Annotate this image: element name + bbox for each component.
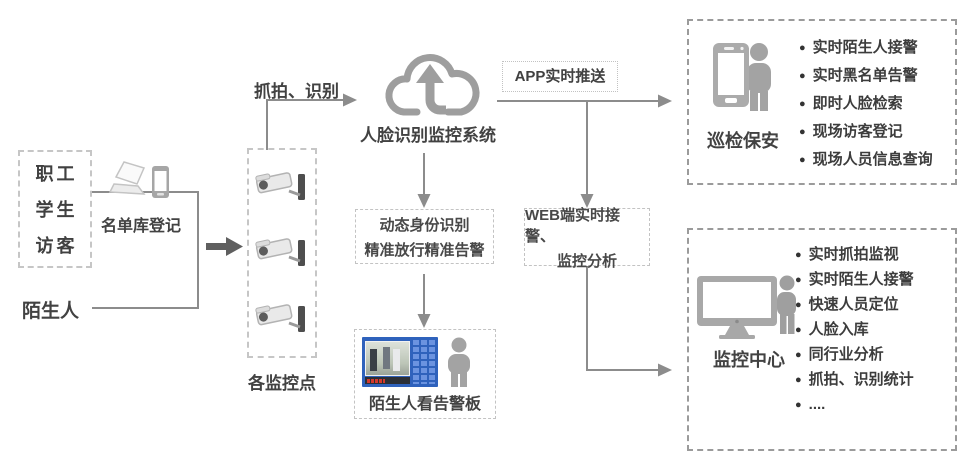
list-item: 同行业分析: [795, 346, 914, 364]
person-icon: [444, 337, 474, 389]
registered-person-visitor: 访客: [35, 236, 78, 256]
list-item: 实时陌生人接警: [795, 271, 914, 289]
alarm-board-face-grid: [413, 340, 435, 384]
app-push-label-box: APP实时推送: [502, 61, 618, 92]
camera-points-label: 各监控点: [248, 374, 316, 393]
monitor-person-icon: [697, 274, 801, 340]
list-item: 实时抓拍监视: [795, 246, 914, 264]
alarm-board-alert-strip: [365, 377, 410, 384]
web-branch-arrowhead: [580, 194, 594, 208]
registration-wire: [90, 191, 199, 309]
web-alert-line1: WEB端实时接警、: [525, 206, 620, 245]
cloud-system-label: 人脸识别监控系统: [360, 126, 496, 145]
registered-person-student: 学生: [35, 200, 78, 220]
stranger-label: 陌生人: [22, 301, 80, 322]
capture-arrowhead: [343, 93, 357, 107]
cctv-camera-icon: [255, 164, 309, 210]
camera-points-box: [247, 148, 317, 358]
patrol-security-panel: [687, 19, 957, 185]
list-item: 即时人脸检索: [799, 95, 933, 113]
cctv-camera-icon: [255, 230, 309, 276]
list-item: 人脸入库: [795, 321, 914, 339]
web-to-center-wire: [586, 266, 658, 371]
patrol-security-list: 实时陌生人接警 实时黑名单告警 即时人脸检索 现场访客登记 现场人员信息查询: [799, 39, 933, 169]
cctv-camera-icon: [255, 296, 309, 342]
alarm-board-label: 陌生人看告警板: [368, 396, 481, 413]
list-item: 现场访客登记: [799, 123, 933, 141]
web-to-center-arrowhead: [658, 363, 672, 377]
monitoring-center-title: 监控中心: [713, 350, 785, 370]
monitoring-center-panel: [687, 228, 957, 451]
list-item: 实时黑名单告警: [799, 67, 933, 85]
patrol-security-title: 巡检保安: [707, 131, 779, 151]
list-item: ....: [795, 396, 914, 414]
cloud-to-dynamic-arrowhead: [417, 194, 431, 208]
laptop-phone-icon: [106, 160, 170, 206]
dynamic-id-line2: 精准放行精准告警: [364, 241, 485, 259]
alarm-board-box: [354, 329, 496, 419]
registration-label: 名单库登记: [100, 218, 181, 235]
dynamic-id-box: 动态身份识别 精准放行精准告警: [355, 209, 494, 264]
enroll-bold-arrow: [206, 237, 243, 256]
capture-recognize-label: 抓拍、识别: [254, 82, 339, 101]
registered-person-staff: 职工: [35, 164, 78, 184]
web-alert-line2: 监控分析: [556, 252, 617, 270]
app-push-arrowhead: [658, 94, 672, 108]
registered-people-box: 职工 学生 访客: [18, 150, 92, 268]
phone-person-icon: [711, 41, 775, 113]
alarm-board-photo: [365, 341, 410, 376]
web-alert-box: WEB端实时接警、 监控分析: [524, 207, 650, 270]
dynamic-id-line1: 动态身份识别: [379, 216, 470, 234]
list-item: 快速人员定位: [795, 296, 914, 314]
monitoring-center-list: 实时抓拍监视 实时陌生人接警 快速人员定位 人脸入库 同行业分析 抓拍、识别统计…: [795, 246, 914, 414]
dynamic-to-board-arrowhead: [417, 314, 431, 328]
cloud-upload-icon: [372, 36, 488, 122]
capture-wire: [266, 99, 343, 150]
list-item: 抓拍、识别统计: [795, 371, 914, 389]
list-item: 现场人员信息查询: [799, 151, 933, 169]
alarm-board-screenshot: [362, 337, 438, 387]
list-item: 实时陌生人接警: [799, 39, 933, 57]
